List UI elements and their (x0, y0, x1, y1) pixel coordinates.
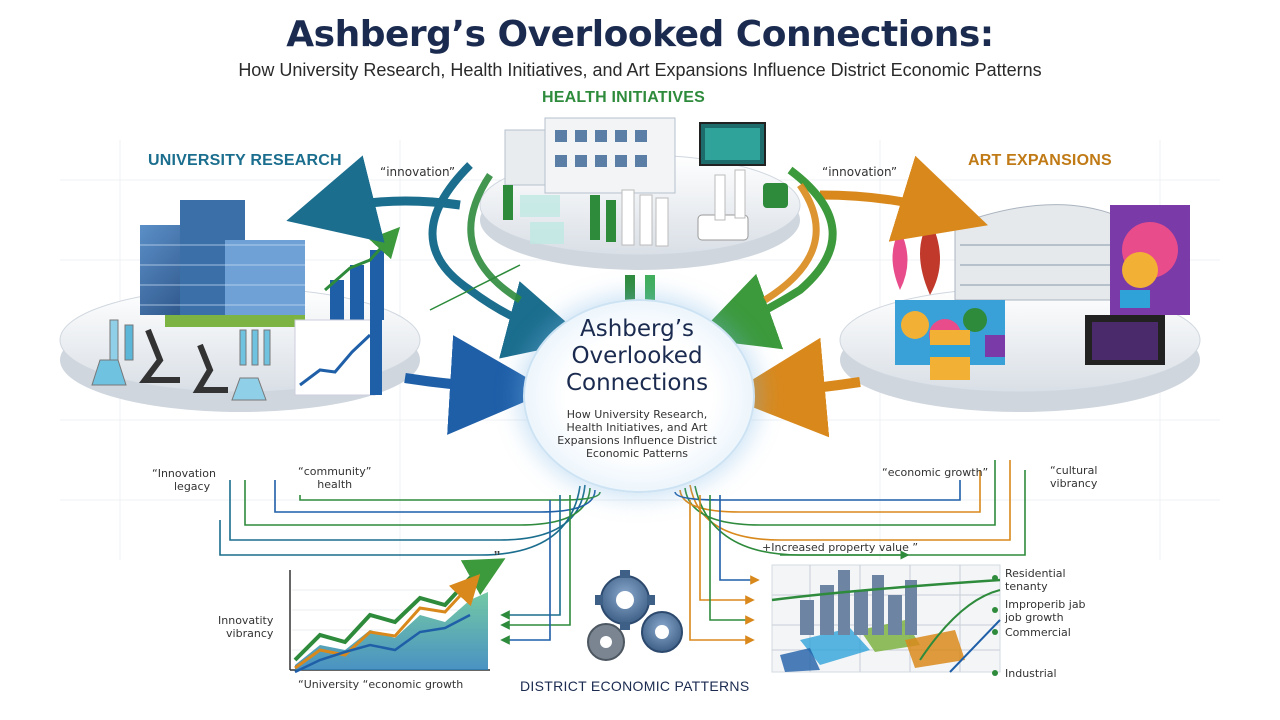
health-initiatives-label: HEALTH INITIATIVES (542, 89, 706, 106)
community-health-line-2: health (317, 478, 353, 491)
innovation-label-right: “innovation” (822, 165, 898, 179)
community-health-label: “community” health (298, 465, 371, 491)
central-hub (523, 299, 755, 493)
quote-mark: ” (494, 548, 500, 568)
chart-side-label-line-2: vibrancy (226, 627, 274, 640)
district-map (771, 564, 1001, 676)
legend-residential-line-1: Residential (1005, 567, 1066, 580)
art-platform (839, 204, 1201, 412)
hub-subtitle-line-2: Health Initiatives, and Art (566, 421, 708, 434)
legend-job-line-2: job growth (1005, 611, 1064, 624)
hub-title-line-3: Connections (565, 370, 709, 396)
health-platform (479, 117, 801, 270)
hub-subtitle: How University Research, Health Initiati… (545, 408, 729, 460)
page-subtitle: How University Research, Health Initiati… (238, 60, 1042, 80)
hub-title-line-2: Overlooked (571, 343, 703, 369)
hub-title-line-1: Ashberg’s (580, 316, 694, 342)
legend-job-growth: Improperib jab job growth (1005, 598, 1086, 624)
legend-residential: Residential tenanty (1005, 567, 1066, 593)
community-health-line-1: “community” (298, 465, 372, 478)
cultural-vibrancy-label: “cultural vibrancy (1050, 464, 1097, 490)
property-value-label: +Increased property value ” (762, 541, 919, 554)
hub-subtitle-line-1: How University Research, (566, 408, 708, 421)
innovation-legacy-line-1: “Innovation (152, 467, 216, 480)
art-expansions-label: ART EXPANSIONS (968, 152, 1112, 169)
economic-growth-label: “economic growth” (882, 466, 989, 479)
hub-subtitle-line-4: Economic Patterns (585, 447, 689, 460)
innovation-legacy-label: “Innovation legacy (152, 467, 216, 493)
legend-residential-line-2: tenanty (1005, 580, 1048, 593)
legend-commercial: Commercial (1005, 626, 1071, 639)
legend-job-line-1: Improperib jab (1005, 598, 1086, 611)
cultural-vibrancy-line-1: “cultural (1050, 464, 1098, 477)
chart-caption: “University “economic growth (298, 678, 464, 691)
legend-industrial: Industrial (1005, 667, 1057, 680)
gears-icon (587, 570, 683, 661)
hub-title: Ashberg’s Overlooked Connections (523, 316, 751, 397)
innovation-legacy-line-2: legacy (174, 480, 211, 493)
university-platform (59, 200, 421, 412)
hub-subtitle-line-3: Expansions Influence District (557, 434, 717, 447)
growth-chart (289, 558, 506, 674)
chart-side-label-line-1: Innovatity (218, 614, 274, 627)
page-title: Ashberg’s Overlooked Connections: (286, 14, 994, 55)
district-economic-patterns-label: DISTRICT ECONOMIC PATTERNS (520, 678, 750, 694)
innovation-label-left: “innovation” (380, 165, 456, 179)
cultural-vibrancy-line-2: vibrancy (1050, 477, 1098, 490)
chart-side-label: Innovatity vibrancy (218, 614, 273, 640)
university-research-label: UNIVERSITY RESEARCH (148, 152, 342, 169)
